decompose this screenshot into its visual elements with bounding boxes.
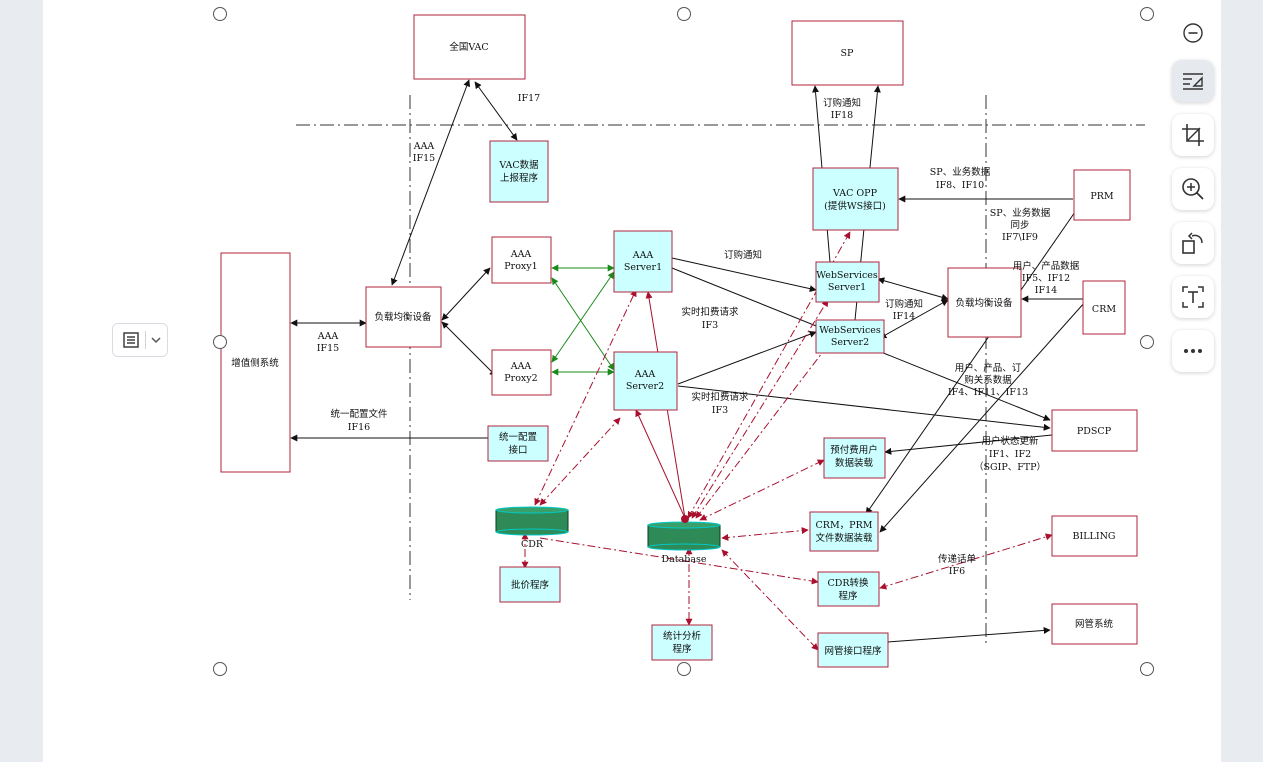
vac-opp-label: VAC OPP(提供WS接口) xyxy=(824,188,886,212)
nms-iface-label: 网管接口程序 xyxy=(824,645,882,657)
prm-label: PRM xyxy=(1090,191,1114,202)
resize-handle-bottom-left[interactable] xyxy=(213,662,227,676)
resize-handle-top[interactable] xyxy=(677,7,691,21)
chevron-down-icon xyxy=(150,334,162,346)
text-extract-icon xyxy=(1182,286,1204,308)
lb-right-label: 负载均衡设备 xyxy=(955,297,1013,309)
crop-icon xyxy=(1182,124,1204,146)
crop-button[interactable] xyxy=(1172,114,1214,156)
database-label: Database xyxy=(661,554,706,565)
layout-icon xyxy=(121,330,141,350)
stats-label: 统计分析程序 xyxy=(663,630,702,655)
resize-handle-top-right[interactable] xyxy=(1140,7,1154,21)
resize-handle-left[interactable] xyxy=(213,335,227,349)
divider xyxy=(145,331,146,349)
resize-handle-bottom-right[interactable] xyxy=(1140,662,1154,676)
crm-label: CRM xyxy=(1092,304,1116,315)
database-cylinder xyxy=(647,515,721,551)
rotate-icon xyxy=(1182,232,1203,254)
zoom-out-button[interactable] xyxy=(1178,18,1208,48)
vac-report-label: VAC数据上报程序 xyxy=(498,159,539,184)
sp-label: SP xyxy=(841,48,855,59)
layout-dropdown[interactable] xyxy=(112,323,168,357)
rotate-button[interactable] xyxy=(1172,222,1214,264)
more-icon xyxy=(1184,349,1202,353)
billing-label: BILLING xyxy=(1072,531,1115,542)
cdr-cylinder xyxy=(495,506,569,536)
nms-label: 网管系统 xyxy=(1075,618,1114,630)
if17-label: IF17 xyxy=(518,93,540,104)
national-vac-label: 全国VAC xyxy=(449,41,488,53)
rating-label: 批价程序 xyxy=(511,579,550,591)
lb-left-label: 负载均衡设备 xyxy=(374,311,432,323)
cdr-db-label: CDR xyxy=(521,539,544,550)
more-button[interactable] xyxy=(1172,330,1214,372)
zoom-out-icon xyxy=(1183,23,1203,43)
unified-config-label: 统一配置接口 xyxy=(499,431,537,456)
zoom-in-icon xyxy=(1182,178,1204,200)
cdr-convert-label: CDR转换程序 xyxy=(827,577,869,602)
white-boxes xyxy=(220,14,1138,645)
vas-side-label: 增值侧系统 xyxy=(231,357,279,369)
image-toolbar xyxy=(1172,18,1214,384)
pdscp-label: PDSCP xyxy=(1077,426,1112,437)
resize-handle-right[interactable] xyxy=(1140,335,1154,349)
red-dashed-connectors xyxy=(521,231,1053,651)
sub-notify-label: 订购通知 xyxy=(724,249,762,261)
smart-layout-button[interactable] xyxy=(1172,60,1214,102)
text-extract-button[interactable] xyxy=(1172,276,1214,318)
resize-handle-top-left[interactable] xyxy=(213,7,227,21)
cyan-boxes xyxy=(487,140,899,668)
smart-layout-icon xyxy=(1183,73,1203,90)
resize-handle-bottom[interactable] xyxy=(677,662,691,676)
zoom-in-button[interactable] xyxy=(1172,168,1214,210)
prepaid-load-label: 预付费用户数据装载 xyxy=(830,444,878,469)
